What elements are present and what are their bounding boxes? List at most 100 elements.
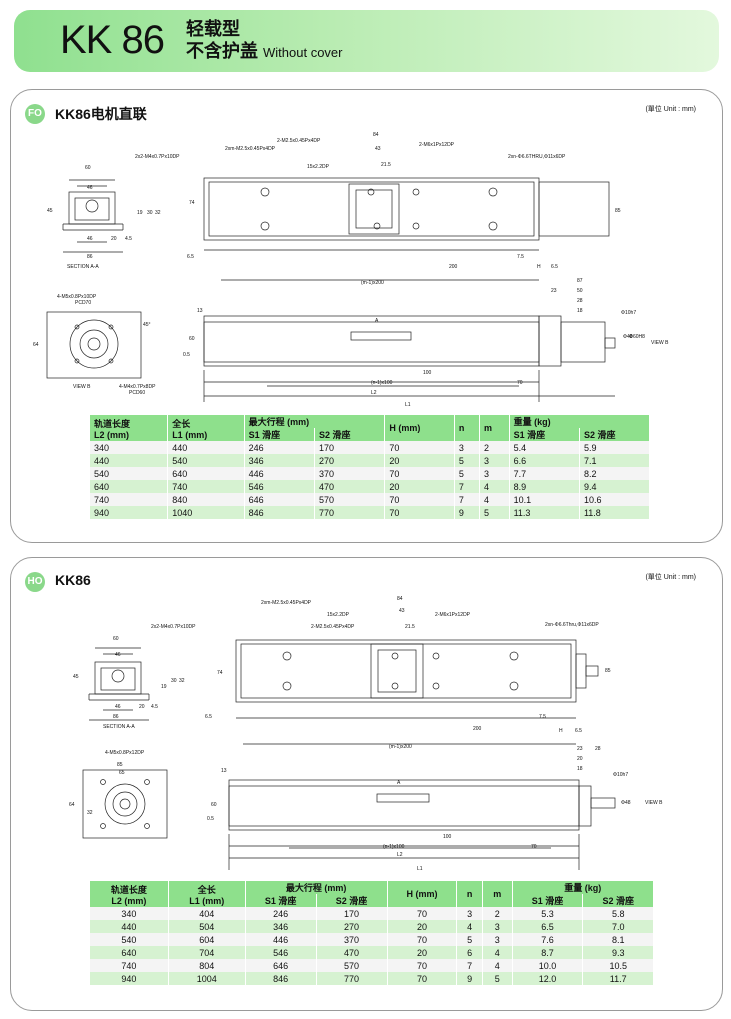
col-n: n: [456, 881, 483, 907]
dim-h: H: [537, 264, 541, 270]
unit-note: (單位 Unit : mm): [645, 574, 696, 581]
cover-label-en: Without cover: [263, 45, 343, 60]
dim-60: 60: [113, 636, 119, 642]
dim-45: 45: [47, 208, 53, 214]
dim-28: 28: [577, 298, 583, 304]
hole-note-5: 2-M6x1Px12DP: [419, 142, 455, 148]
dim-7-5: 7.5: [517, 254, 524, 260]
dim-l2: L2: [371, 390, 377, 396]
view-b-label: VIEW B: [645, 800, 663, 806]
top-view: [203, 177, 610, 281]
pcd60-hole-note: 4-M4x0.7Px8DP: [119, 384, 156, 390]
dim-60b: 60: [189, 336, 195, 342]
section-fo-panel: FO KK86电机直联 (單位 Unit : mm): [10, 89, 723, 543]
section-a-a-view: [88, 647, 150, 721]
dim-0-5: 0.5: [183, 352, 190, 358]
technical-drawing: 60 46 45 19 30 32 46 20 4.5 86 SECTION A…: [69, 596, 663, 872]
dim-21-5: 21.5: [405, 624, 415, 630]
hole-note-3: 2-M2.5x0.45Px4DP: [311, 624, 355, 630]
dim-phi60: Φ60H8: [629, 334, 645, 340]
section-label: SECTION A-A: [103, 724, 135, 730]
dim-64: 64: [69, 802, 75, 808]
col-h: H (mm): [384, 415, 455, 441]
dim-43: 43: [375, 146, 381, 152]
dim-30: 30: [147, 210, 153, 216]
side-view: [228, 779, 616, 870]
dim-m-pitch: (m-1)x200: [389, 744, 412, 750]
dim-n-pitch: (n-1)x100: [383, 844, 405, 850]
section-badge: FO: [25, 104, 45, 124]
dim-l1: L1: [417, 866, 423, 872]
col-w1: S1 滑座: [511, 894, 583, 907]
cover-label-cn: 不含护盖: [186, 41, 258, 61]
pcd70-label: PCD70: [75, 300, 91, 306]
dim-60: 60: [85, 165, 91, 171]
hole-note-1: 2x2-M4x0.7Px10DP: [135, 154, 180, 160]
section-label: SECTION A-A: [67, 264, 99, 270]
hole-note-2: 2xm-M2.5x0.45Px4DP: [225, 146, 276, 152]
col-s1: S1 滑座: [243, 428, 315, 441]
dim-20: 20: [139, 704, 145, 710]
section-title: KK86: [55, 572, 91, 588]
dim-6-5b: 6.5: [575, 728, 582, 734]
hole-note-2: 2xm-M2.5x0.45Px4DP: [261, 600, 312, 606]
col-s1: S1 滑座: [244, 894, 317, 907]
dim-45: 45: [73, 674, 79, 680]
hole-note-3: 2-M2.5x0.45Px4DP: [277, 138, 321, 144]
dim-84: 84: [397, 596, 403, 602]
view-b-label-2: VIEW B: [651, 340, 669, 346]
dim-86: 86: [87, 254, 93, 260]
dim-74: 74: [189, 200, 195, 206]
unit-note: (單位 Unit : mm): [645, 106, 696, 113]
marker-a: A: [397, 780, 401, 786]
pcd70-hole-note: 4-M5x0.8Px10DP: [57, 294, 97, 300]
dim-46: 46: [87, 185, 93, 191]
dim-85b: 85: [117, 762, 123, 768]
col-w2: S2 滑座: [582, 894, 653, 907]
dim-20b: 20: [577, 756, 583, 762]
dim-60b: 60: [211, 802, 217, 808]
dim-50: 50: [577, 288, 583, 294]
dim-n-pitch: (n-1)x100: [371, 380, 393, 386]
section-ho-panel: HO KK86 (單位 Unit : mm): [10, 557, 723, 1011]
dim-46b: 46: [115, 704, 121, 710]
dim-h: H: [559, 728, 563, 734]
page-header: KK 86 轻载型 不含护盖 Without cover: [14, 10, 719, 72]
col-stroke: 最大行程 (mm): [244, 881, 387, 894]
col-s2: S2 滑座: [315, 894, 387, 907]
dim-l2: L2: [397, 852, 403, 858]
dim-18: 18: [577, 308, 583, 314]
dim-0-5: 0.5: [207, 816, 214, 822]
dim-86: 86: [113, 714, 119, 720]
pcd60-label: PCD60: [129, 390, 145, 396]
dim-100: 100: [443, 834, 452, 840]
dim-6-5: 6.5: [187, 254, 194, 260]
hole-note-4: 15x2.2DP: [327, 612, 350, 618]
dim-32: 32: [155, 210, 161, 216]
top-view: [235, 639, 599, 745]
view-b-flange: [46, 311, 142, 379]
view-b-flange: [82, 769, 168, 839]
dim-43: 43: [399, 608, 405, 614]
col-stroke: 最大行程 (mm): [243, 415, 385, 428]
section-a-a-view: [62, 179, 124, 253]
dim-46: 46: [115, 652, 121, 658]
col-weight: 重量 (kg): [508, 415, 649, 428]
dim-13: 13: [197, 308, 203, 314]
col-h: H (mm): [386, 881, 457, 907]
dim-6-5: 6.5: [205, 714, 212, 720]
dim-65: 65: [119, 770, 125, 776]
dim-32b: 32: [87, 810, 93, 816]
dim-19: 19: [137, 210, 143, 216]
dim-200: 200: [449, 264, 458, 270]
